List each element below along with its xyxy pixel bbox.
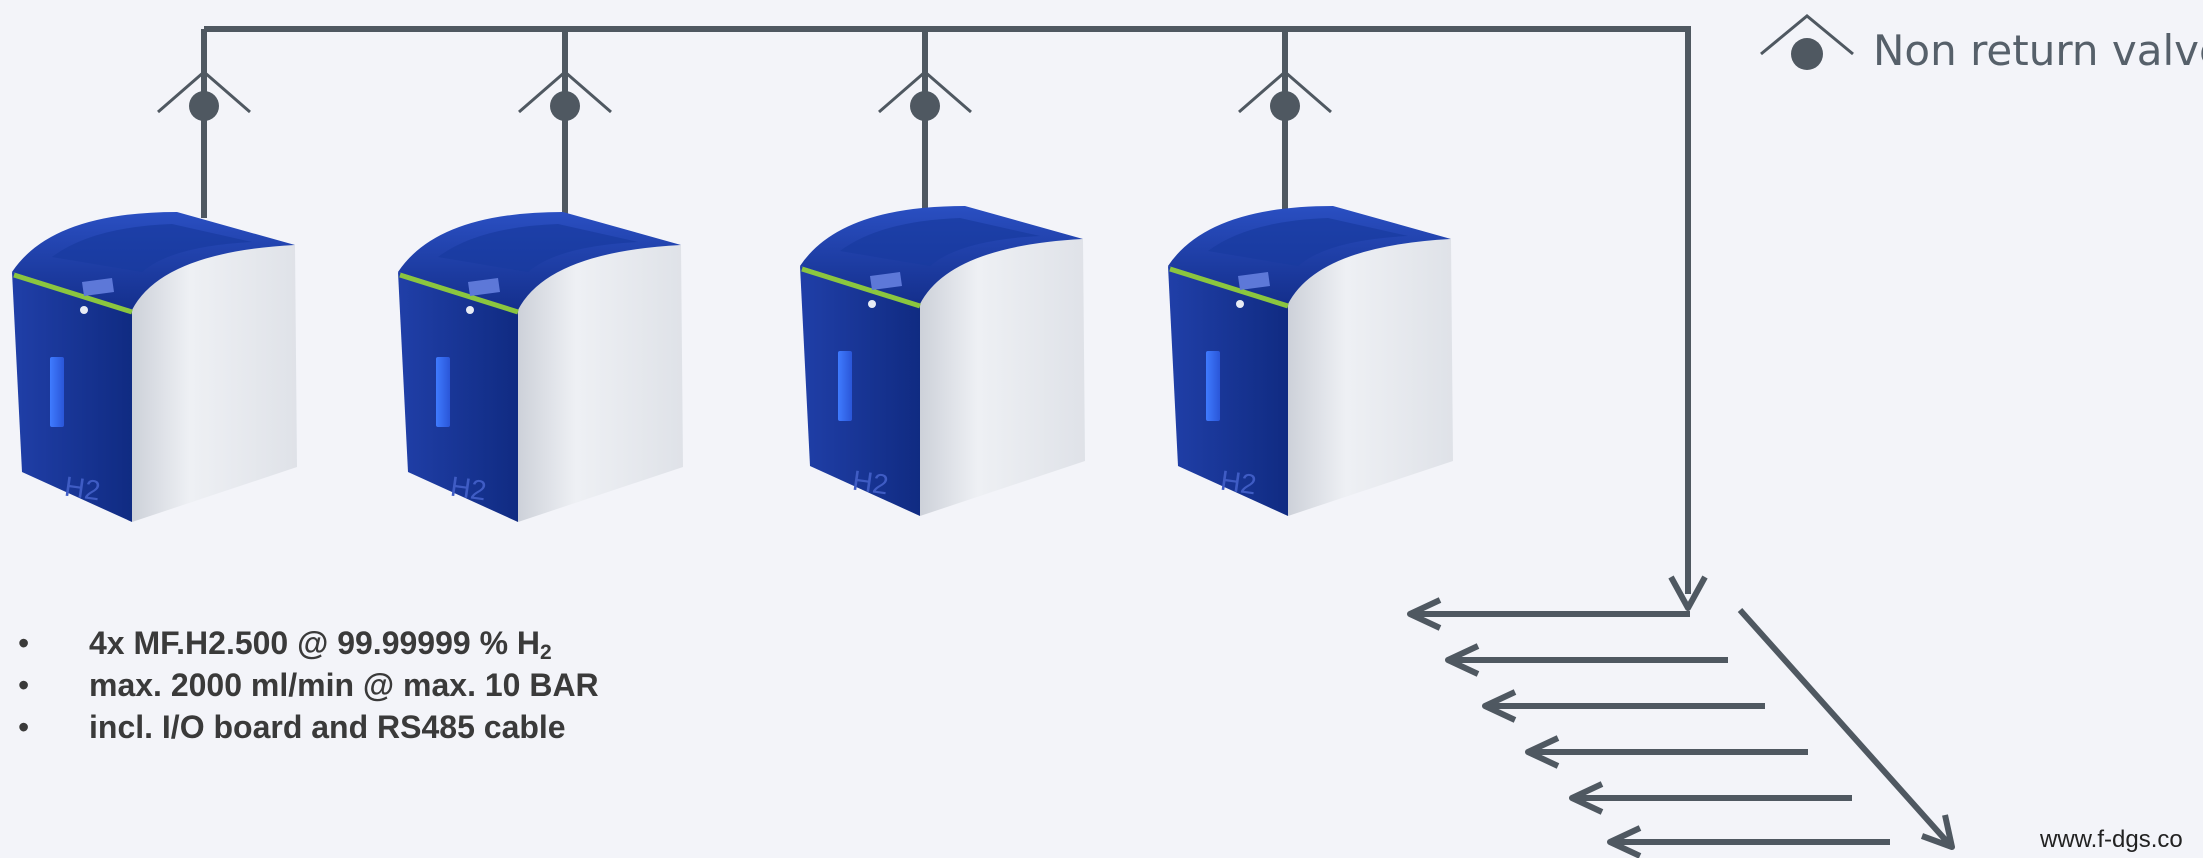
header-pipe [204, 26, 1691, 594]
generator-badge: H2 [449, 471, 489, 507]
header-pipe-arrowhead [1668, 575, 1708, 611]
outlet-arrow-5 [1569, 781, 1852, 815]
legend-label: Non return valve [1873, 26, 2203, 75]
bullet-icon: • [18, 625, 30, 661]
spec-item: • incl. I/O board and RS485 cable [14, 706, 599, 748]
spec-text: max. 2000 ml/min @ max. 10 BAR [89, 667, 599, 703]
spec-text: 4x MF.H2.500 @ 99.99999 % H [89, 625, 541, 661]
outlet-arrow-1 [1407, 597, 1690, 631]
spec-list: • 4x MF.H2.500 @ 99.99999 % H2 • max. 20… [14, 622, 599, 748]
spec-text: incl. I/O board and RS485 cable [89, 709, 566, 745]
generator-badge: H2 [1219, 465, 1259, 501]
outlet-arrows [1407, 597, 1955, 858]
generator-badge: H2 [63, 471, 103, 507]
hydrogen-generator-4: H2 [1168, 206, 1453, 516]
outlet-arrow-3 [1482, 689, 1765, 723]
generator-badge: H2 [851, 465, 891, 501]
outlet-arrow-4 [1525, 735, 1808, 769]
hydrogen-generator-1: H2 [12, 212, 297, 522]
non-return-valve-icon [1760, 14, 1854, 70]
diagonal-flow-arrow [1737, 608, 1955, 850]
bullet-icon: • [18, 667, 30, 703]
bullet-icon: • [18, 709, 30, 745]
spec-item: • 4x MF.H2.500 @ 99.99999 % H2 [14, 622, 599, 664]
outlet-arrow-6 [1607, 825, 1890, 858]
hydrogen-generator-3: H2 [800, 206, 1085, 516]
spec-item: • max. 2000 ml/min @ max. 10 BAR [14, 664, 599, 706]
footer-url[interactable]: www.f-dgs.co [2040, 826, 2183, 853]
hydrogen-generator-2: H2 [398, 212, 683, 522]
spec-subscript: 2 [540, 641, 552, 664]
outlet-arrow-2 [1445, 643, 1728, 677]
